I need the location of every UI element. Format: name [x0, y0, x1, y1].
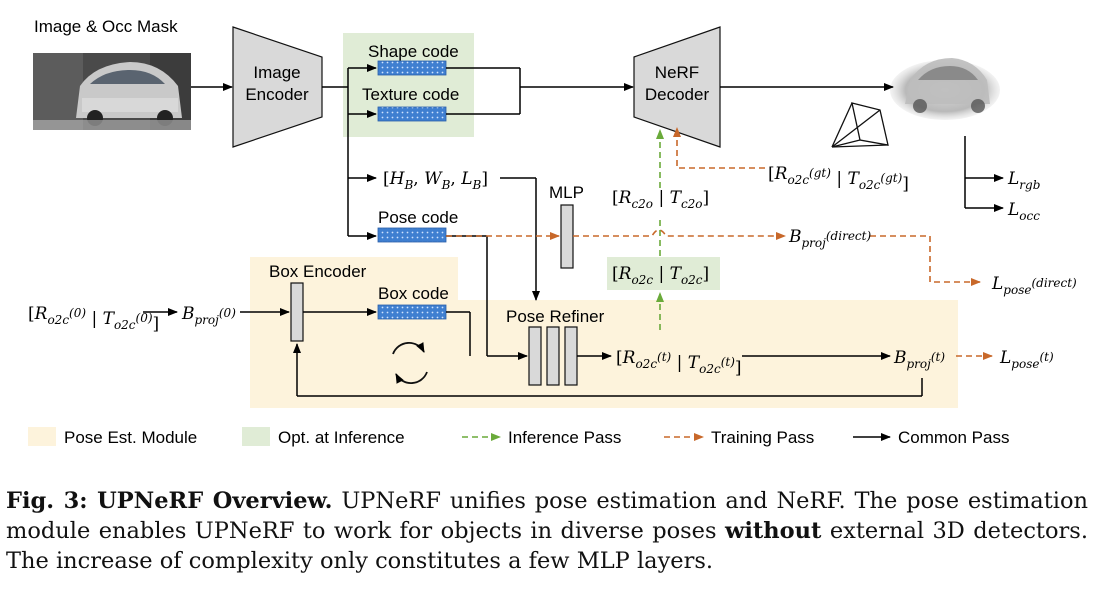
shape-code-label: Shape code [368, 42, 459, 61]
texture-code-label: Texture code [362, 85, 459, 104]
nerf-decoder [633, 26, 721, 148]
refined-pose-label: [Ro2c(t) | To2c(t)] [616, 348, 742, 378]
direct-bbox-label: Bproj(direct) [788, 227, 871, 250]
nerf-decoder-label-2: Decoder [645, 85, 710, 104]
pose-refiner-block [528, 326, 578, 386]
o2c-pose-label: [Ro2c | To2c] [612, 264, 709, 287]
pose-refiner-label: Pose Refiner [506, 307, 605, 326]
shape-code-vector [377, 60, 447, 76]
legend-training-label: Training Pass [711, 428, 814, 447]
legend: Pose Est. Module Opt. at Inference Infer… [28, 427, 1009, 447]
rendered-car-image [890, 58, 1000, 120]
legend-swatch-pose-est [28, 427, 56, 446]
initial-pose-label: [Ro2c(0) | To2c(0)] [28, 304, 159, 334]
legend-pose-est-label: Pose Est. Module [64, 428, 197, 447]
legend-opt-inference-label: Opt. at Inference [278, 428, 405, 447]
loss-rgb-label: Lrgb [1007, 169, 1040, 192]
texture-code-vector [377, 106, 447, 122]
figure-caption: Fig. 3: UPNeRF Overview. UPNeRF unifies … [6, 486, 1088, 576]
o2c-pose-highlight [607, 257, 720, 290]
legend-swatch-opt-inference [242, 427, 270, 446]
caption-bold-without: without [724, 518, 822, 544]
legend-inference-label: Inference Pass [508, 428, 621, 447]
input-label: Image & Occ Mask [34, 17, 178, 36]
initial-bbox-label: Bproj(0) [181, 304, 236, 327]
box-encoder-label: Box Encoder [269, 262, 367, 281]
legend-common-label: Common Pass [898, 428, 1009, 447]
pose-code-label: Pose code [378, 208, 458, 227]
caption-text-2: external 3D detectors. The increase of c… [6, 518, 1088, 574]
nerf-decoder-label-1: NeRF [655, 63, 699, 82]
image-encoder-label-1: Image [253, 63, 300, 82]
box-encoder-block [290, 282, 304, 342]
caption-text-1: UPNeRF unifies pose estimation and NeRF.… [6, 488, 1088, 544]
box-dimensions-label: [HB, WB, LB] [383, 169, 488, 192]
loss-refined-label: Lpose(t) [999, 348, 1054, 371]
image-encoder-label-2: Encoder [245, 85, 309, 104]
loss-occ-label: Locc [1007, 200, 1040, 223]
gt-pose-label: [Ro2c(gt) | To2c(gt)] [768, 164, 909, 194]
mlp-block [560, 204, 574, 269]
common-pass-arrows [143, 64, 1004, 397]
loss-direct-label: Lpose(direct) [991, 274, 1077, 297]
iteration-cycle-icon [392, 342, 428, 384]
input-image [33, 53, 191, 130]
pose-code-vector [377, 227, 447, 243]
training-pass-arrows [446, 127, 993, 360]
box-code-vector [377, 304, 447, 320]
refined-bbox-label: Bproj(t) [893, 348, 945, 371]
mlp-label: MLP [549, 183, 584, 202]
box-code-label: Box code [378, 284, 449, 303]
c2o-pose-label: [Rc2o | Tc2o] [612, 188, 709, 211]
caption-figure-label: Fig. 3: UPNeRF Overview. [6, 488, 333, 514]
camera-frustum-icon [831, 102, 889, 148]
image-encoder [232, 26, 323, 148]
